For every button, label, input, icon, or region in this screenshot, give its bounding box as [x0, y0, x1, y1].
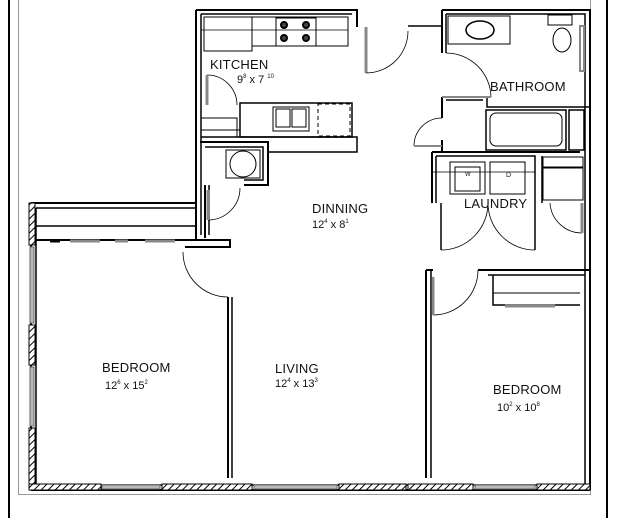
outer-frame — [8, 0, 608, 518]
washer-label: W — [465, 172, 471, 178]
room-dimensions-bedroom-left: 126 x 152 — [105, 380, 148, 392]
room-label-dinning: DINNING — [312, 201, 369, 216]
room-dimensions-bedroom-right: 102 x 108 — [497, 402, 540, 414]
room-label-living: LIVING — [275, 361, 319, 376]
dryer-label: D — [506, 172, 512, 179]
room-label-bedroom-right: BEDROOM — [493, 382, 562, 397]
room-label-laundry: LAUNDRY — [464, 196, 528, 211]
room-label-bathroom: BATHROOM — [490, 79, 566, 94]
room-dimensions-living: 124 x 133 — [275, 378, 318, 390]
room-label-kitchen: KITCHEN — [210, 57, 269, 72]
room-label-bedroom-left: BEDROOM — [102, 360, 171, 375]
room-dimensions-dinning: 124 x 81 — [312, 219, 349, 231]
room-dimensions-kitchen: 98 x 7 10 — [237, 74, 274, 86]
